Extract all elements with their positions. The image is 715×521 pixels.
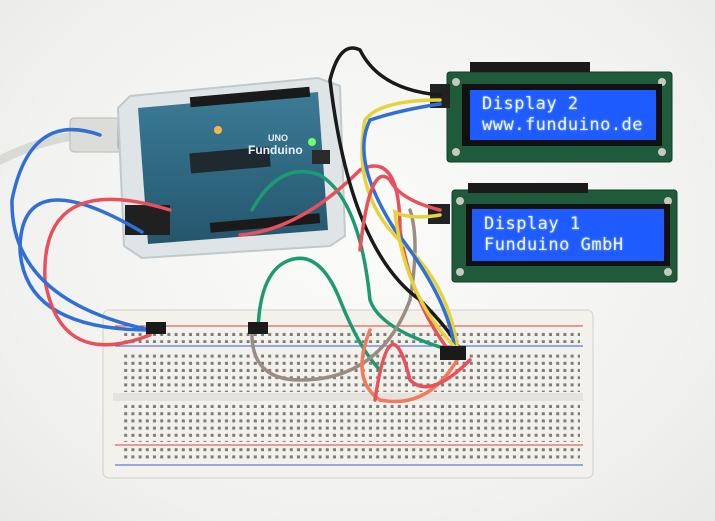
lcd-top-line-2: www.funduino.de [482, 115, 644, 135]
lcd-top-line-1: Display 2 [482, 94, 579, 114]
breadboard [102, 309, 594, 479]
arduino-board [116, 76, 347, 260]
jumper-wires [10, 46, 472, 404]
lcd-bottom-line-2: Funduino GmbH [484, 235, 624, 255]
lcd-display-top [430, 62, 673, 163]
board-brand-label: Funduino [248, 143, 303, 157]
lcd-display-bottom [428, 183, 678, 283]
board-model-label: UNO [268, 133, 288, 143]
lcd-bottom-line-1: Display 1 [484, 214, 581, 234]
